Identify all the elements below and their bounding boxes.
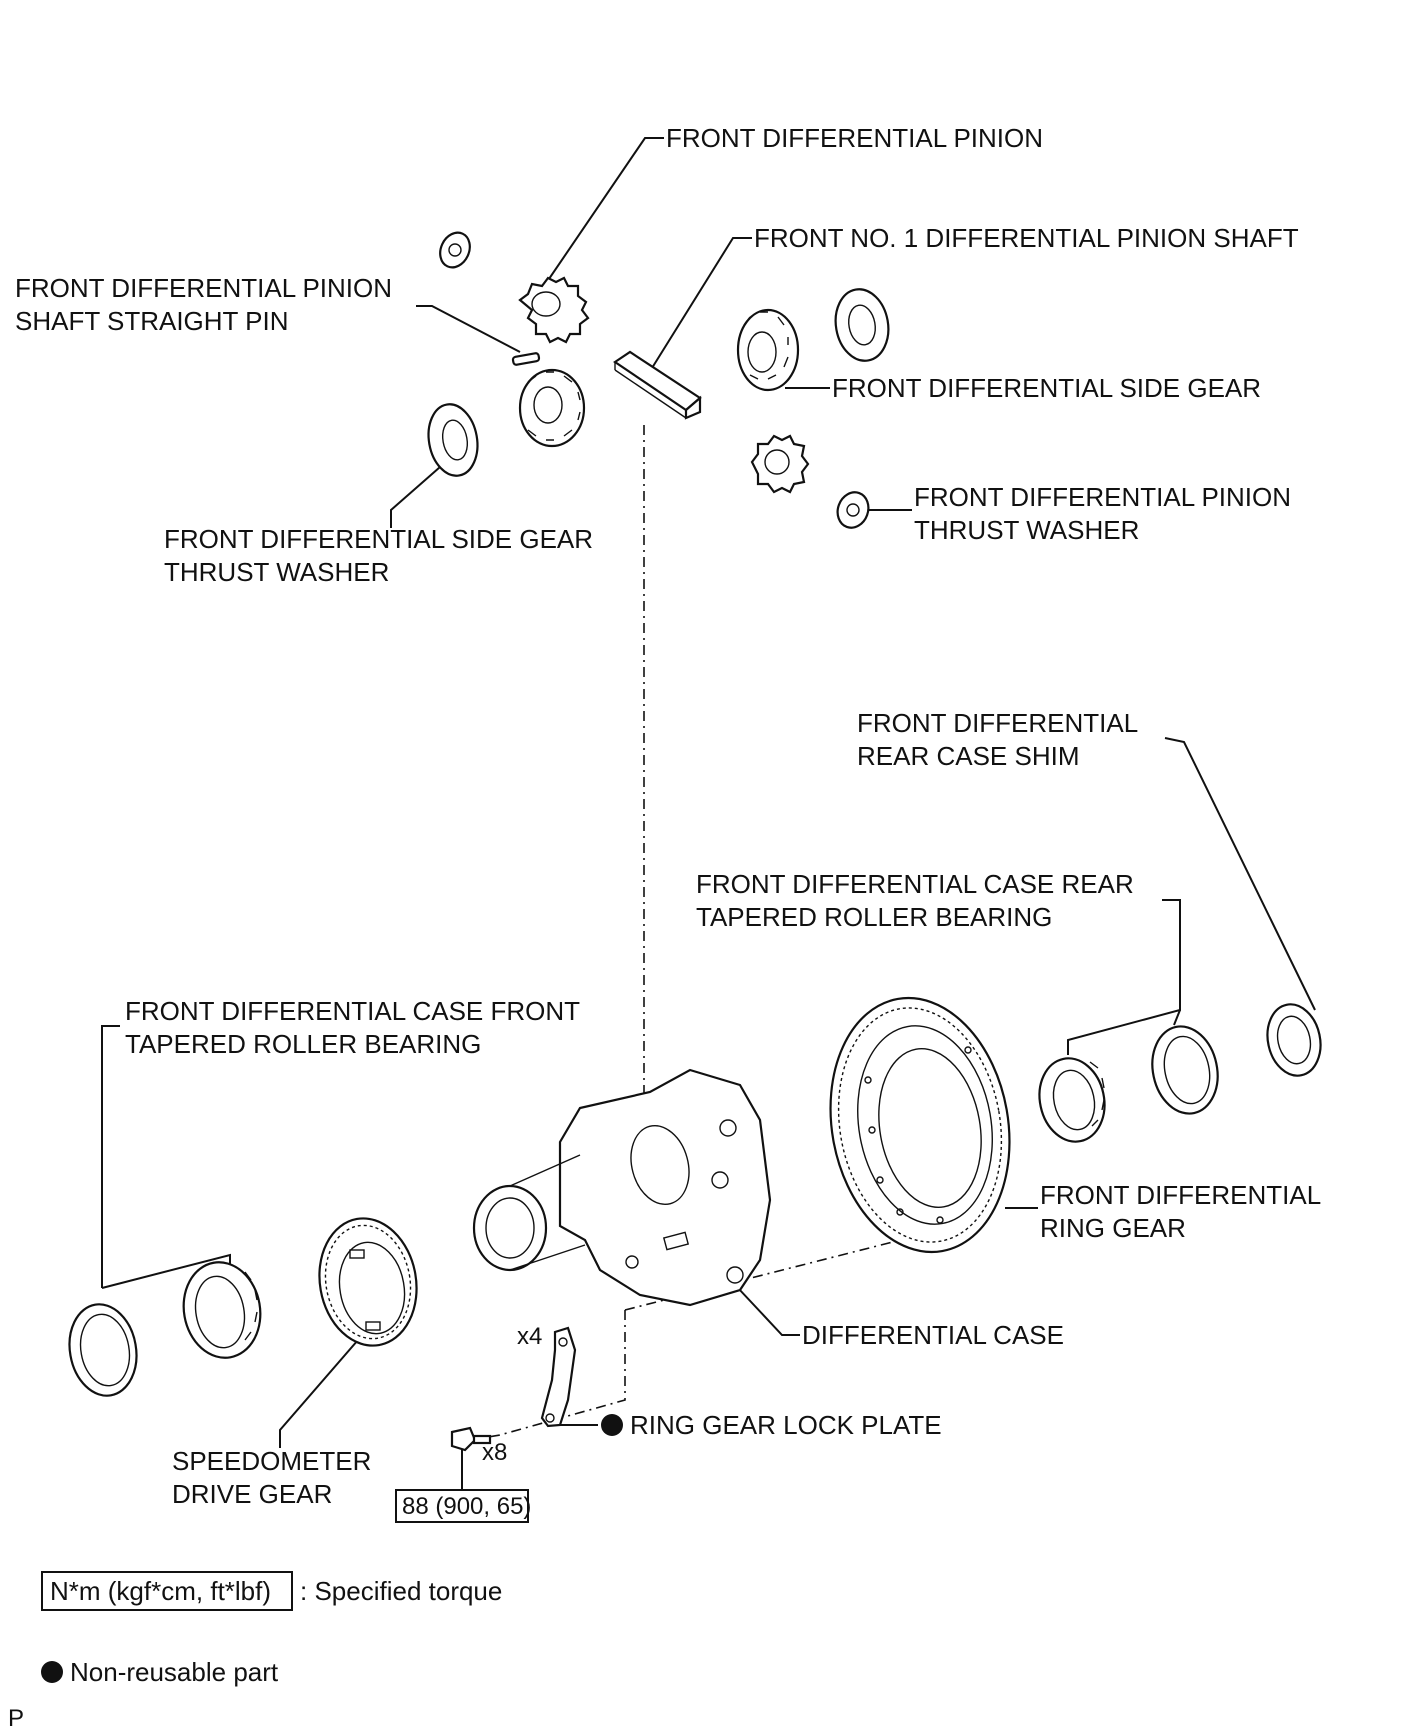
part-labels: FRONT DIFFERENTIAL PINION FRONT NO. 1 DI… [15,123,1321,1523]
label-rear-case-shim-2: REAR CASE SHIM [857,741,1080,771]
side-gear-left [518,368,586,448]
ring-gear-lock-plate [540,1326,577,1428]
leader-lines [101,137,1316,1490]
pinion-thrust-washer-upper [439,231,471,269]
rear-tapered-roller-bearing [1038,1057,1106,1143]
side-gear-thrust-washer-left [427,403,479,477]
label-straight-pin-1: FRONT DIFFERENTIAL PINION [15,273,392,303]
label-rear-bearing-1: FRONT DIFFERENTIAL CASE REAR [696,869,1134,899]
legend-torque-units: N*m (kgf*cm, ft*lbf) [50,1576,271,1606]
label-side-gear-thrust-washer-1: FRONT DIFFERENTIAL SIDE GEAR [164,524,593,554]
differential-case [472,1068,772,1307]
front-differential-pinion-gear [518,276,590,344]
label-ring-gear-lock-plate: RING GEAR LOCK PLATE [630,1410,942,1440]
straight-pin [511,352,541,366]
legend-torque-desc: : Specified torque [300,1576,502,1606]
bolt [450,1426,492,1452]
rear-case-shim [1266,1003,1322,1077]
label-ring-gear-2: RING GEAR [1040,1213,1186,1243]
corner-code: P [8,1705,24,1732]
front-tapered-roller-bearing [182,1261,262,1359]
label-rear-case-shim-1: FRONT DIFFERENTIAL [857,708,1138,738]
label-side-gear: FRONT DIFFERENTIAL SIDE GEAR [832,373,1261,403]
label-rear-bearing-2: TAPERED ROLLER BEARING [696,902,1052,932]
ring-gear [829,996,1011,1254]
label-side-gear-thrust-washer-2: THRUST WASHER [164,557,389,587]
label-pinion-shaft: FRONT NO. 1 DIFFERENTIAL PINION SHAFT [754,223,1299,253]
pinion-thrust-washer-lower [836,491,870,529]
speedometer-drive-gear [318,1217,418,1347]
front-bearing-outer-race [68,1303,138,1397]
side-gear-thrust-washer-right [834,288,890,362]
non-reusable-bullet [601,1414,623,1436]
label-speedometer-1: SPEEDOMETER [172,1446,371,1476]
label-differential-case: DIFFERENTIAL CASE [802,1320,1064,1350]
legend: N*m (kgf*cm, ft*lbf) : Specified torque … [8,1571,502,1732]
legend-bullet [41,1661,63,1683]
label-pinion-thrust-washer-1: FRONT DIFFERENTIAL PINION [914,482,1291,512]
label-pinion-thrust-washer-2: THRUST WASHER [914,515,1139,545]
legend-non-reusable: Non-reusable part [70,1657,279,1687]
label-qty-lock-plate: x4 [517,1323,542,1350]
label-speedometer-2: DRIVE GEAR [172,1479,332,1509]
label-ring-gear-1: FRONT DIFFERENTIAL [1040,1180,1321,1210]
label-front-differential-pinion: FRONT DIFFERENTIAL PINION [666,123,1043,153]
label-front-bearing-1: FRONT DIFFERENTIAL CASE FRONT [125,996,580,1026]
side-gear-right [736,308,800,392]
torque-box [395,1489,529,1523]
legend-torque-box [41,1571,293,1611]
label-torque-value: 88 (900, 65) [402,1493,531,1520]
label-front-bearing-2: TAPERED ROLLER BEARING [125,1029,481,1059]
label-straight-pin-2: SHAFT STRAIGHT PIN [15,306,289,336]
label-qty-bolt: x8 [482,1439,507,1466]
rear-bearing-outer-race [1151,1025,1219,1115]
front-differential-pinion-gear-lower [750,434,810,494]
pinion-shaft [613,350,702,420]
